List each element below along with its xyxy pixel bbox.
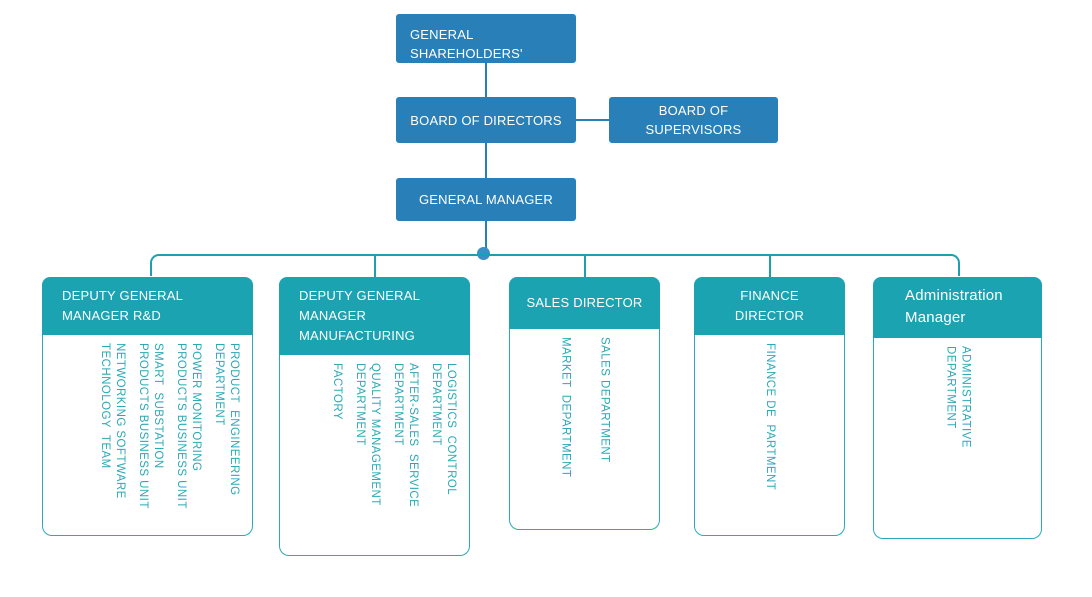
dept-title: SALES DIRECTOR bbox=[509, 277, 660, 329]
node-board-of-directors[interactable]: BOARD OF DIRECTORS bbox=[396, 97, 576, 143]
distribution-bus bbox=[150, 254, 960, 276]
dept-item[interactable]: POWER MONITORING PRODUCTS BUSINESS UNIT bbox=[175, 343, 202, 509]
dept-title: FINANCE DIRECTOR bbox=[694, 277, 845, 335]
drop-line-manufacturing bbox=[374, 256, 376, 278]
dept-item-list: ADMINISTRATIVE DEPARTMENT bbox=[874, 338, 1041, 538]
dept-title: DEPUTY GENERAL MANAGER MANUFACTURING bbox=[279, 277, 470, 355]
node-label: GENERAL SHAREHOLDERS' MEETING bbox=[410, 27, 523, 80]
dept-body: SALES DEPARTMENT MARKET DEPARTMENT bbox=[509, 329, 660, 530]
dept-item[interactable]: FACTORY bbox=[331, 363, 343, 421]
node-label: GENERAL MANAGER bbox=[419, 192, 553, 207]
dept-item[interactable]: NETWORKING SOFTWARE TECHNOLOGY TEAM bbox=[99, 343, 126, 499]
dept-card-deputy-general-manager-rd[interactable]: DEPUTY GENERAL MANAGER R&D PRODUCT ENGIN… bbox=[42, 277, 253, 536]
dept-title: DEPUTY GENERAL MANAGER R&D bbox=[42, 277, 253, 335]
node-label: BOARD OF SUPERVISORS bbox=[645, 103, 742, 137]
dept-card-administration-manager[interactable]: Administration Manager ADMINISTRATIVE DE… bbox=[873, 277, 1042, 539]
dept-item-list: PRODUCT ENGINEERING DEPARTMENT POWER MON… bbox=[43, 335, 252, 535]
dept-item[interactable]: FINANCE DE PARTMENT bbox=[764, 343, 776, 491]
dept-card-sales-director[interactable]: SALES DIRECTOR SALES DEPARTMENT MARKET D… bbox=[509, 277, 660, 530]
dept-item-list: LOGISTICS CONTROL DEPARTMENT AFTER-SALES… bbox=[280, 355, 469, 555]
dept-item[interactable]: ADMINISTRATIVE DEPARTMENT bbox=[944, 346, 972, 448]
node-board-of-supervisors[interactable]: BOARD OF SUPERVISORS bbox=[609, 97, 778, 143]
dept-body: LOGISTICS CONTROL DEPARTMENT AFTER-SALES… bbox=[279, 355, 470, 556]
drop-line-sales bbox=[584, 256, 586, 278]
connector-shareholders-to-board bbox=[485, 62, 487, 98]
dept-body: PRODUCT ENGINEERING DEPARTMENT POWER MON… bbox=[42, 335, 253, 536]
dept-body: FINANCE DE PARTMENT bbox=[694, 335, 845, 536]
dept-item[interactable]: MARKET DEPARTMENT bbox=[559, 337, 572, 478]
drop-line-finance bbox=[769, 256, 771, 278]
dept-item[interactable]: SMART SUBSTATION PRODUCTS BUSINESS UNIT bbox=[137, 343, 164, 509]
dept-item[interactable]: SALES DEPARTMENT bbox=[598, 337, 611, 463]
connector-gm-to-bus bbox=[485, 221, 487, 254]
dept-item-list: SALES DEPARTMENT MARKET DEPARTMENT bbox=[510, 329, 659, 529]
dept-title: Administration Manager bbox=[873, 277, 1042, 338]
dept-body: ADMINISTRATIVE DEPARTMENT bbox=[873, 338, 1042, 539]
connector-board-to-supervisors bbox=[576, 119, 609, 121]
dept-item[interactable]: QUALITY MANAGEMENT DEPARTMENT bbox=[354, 363, 381, 506]
connector-board-to-gm bbox=[485, 142, 487, 178]
node-general-shareholders-meeting[interactable]: GENERAL SHAREHOLDERS' MEETING bbox=[396, 14, 576, 80]
dept-item[interactable]: PRODUCT ENGINEERING DEPARTMENT bbox=[213, 343, 240, 496]
node-general-manager[interactable]: GENERAL MANAGER bbox=[396, 178, 576, 221]
dept-item-list: FINANCE DE PARTMENT bbox=[695, 335, 844, 535]
bus-junction-dot bbox=[477, 247, 490, 260]
dept-item[interactable]: LOGISTICS CONTROL DEPARTMENT bbox=[430, 363, 457, 496]
dept-card-finance-director[interactable]: FINANCE DIRECTOR FINANCE DE PARTMENT bbox=[694, 277, 845, 536]
node-label: BOARD OF DIRECTORS bbox=[410, 112, 562, 128]
dept-card-deputy-general-manager-manufacturing[interactable]: DEPUTY GENERAL MANAGER MANUFACTURING LOG… bbox=[279, 277, 470, 556]
dept-item[interactable]: AFTER-SALES SERVICE DEPARTMENT bbox=[392, 363, 419, 508]
